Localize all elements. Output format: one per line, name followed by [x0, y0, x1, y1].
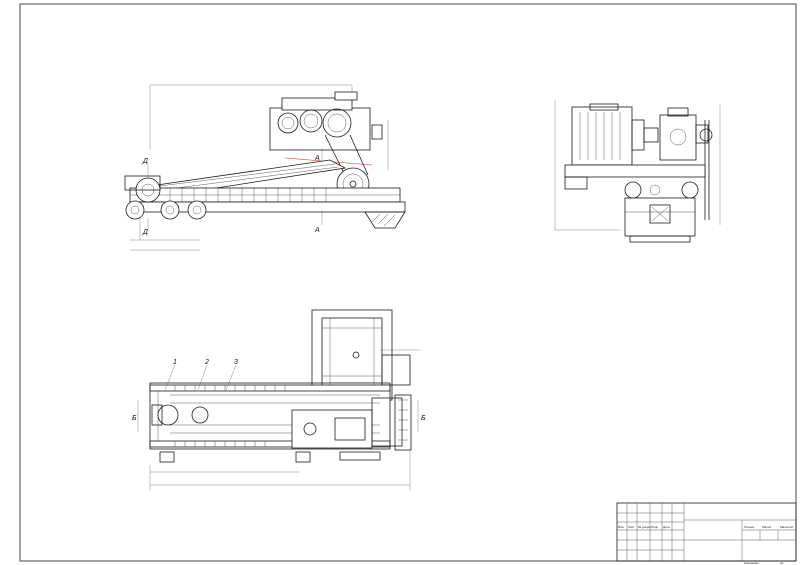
- footer-copied: Копировал: [744, 561, 759, 565]
- tb-header-0: Изм: [618, 525, 624, 529]
- callout-1: 1: [173, 359, 177, 366]
- wheel-3: [187, 200, 207, 220]
- tb-header-2: № докум.: [638, 525, 651, 529]
- section-label-a-bottom: А: [314, 227, 320, 234]
- sheet-border: [19, 3, 797, 562]
- front-view: Д Д А А: [124, 84, 406, 251]
- reducer: [659, 114, 697, 161]
- tb-stage-0: Литера: [744, 525, 754, 529]
- tb-stage-1: Масса: [762, 525, 771, 529]
- callout-3: 3: [234, 359, 238, 366]
- side-view: [554, 100, 721, 243]
- plan-view: Б Б 1 2 3: [132, 309, 426, 490]
- lower-frame: [624, 197, 696, 237]
- callout-2: 2: [204, 359, 209, 366]
- tb-stage-2: Масштаб: [780, 525, 793, 529]
- wheel-2: [160, 200, 180, 220]
- title-block: Изм Лист № докум. Подп. Дата Литера Масс…: [616, 502, 797, 562]
- section-label-d-bottom: Д: [142, 229, 148, 236]
- tb-header-1: Лист: [628, 525, 635, 529]
- tb-header-3: Подп.: [651, 525, 659, 529]
- section-label-d-top: Д: [142, 158, 148, 165]
- plan-motor: [321, 317, 383, 389]
- section-label-b-left: Б: [132, 415, 137, 422]
- wheel-1: [125, 200, 145, 220]
- section-label-a-top: А: [314, 155, 320, 162]
- footer-format: А1: [780, 561, 784, 565]
- electric-motor: [571, 106, 633, 166]
- section-label-b-right: Б: [421, 415, 426, 422]
- plan-reducer: [291, 409, 373, 449]
- tb-header-4: Дата: [663, 525, 670, 529]
